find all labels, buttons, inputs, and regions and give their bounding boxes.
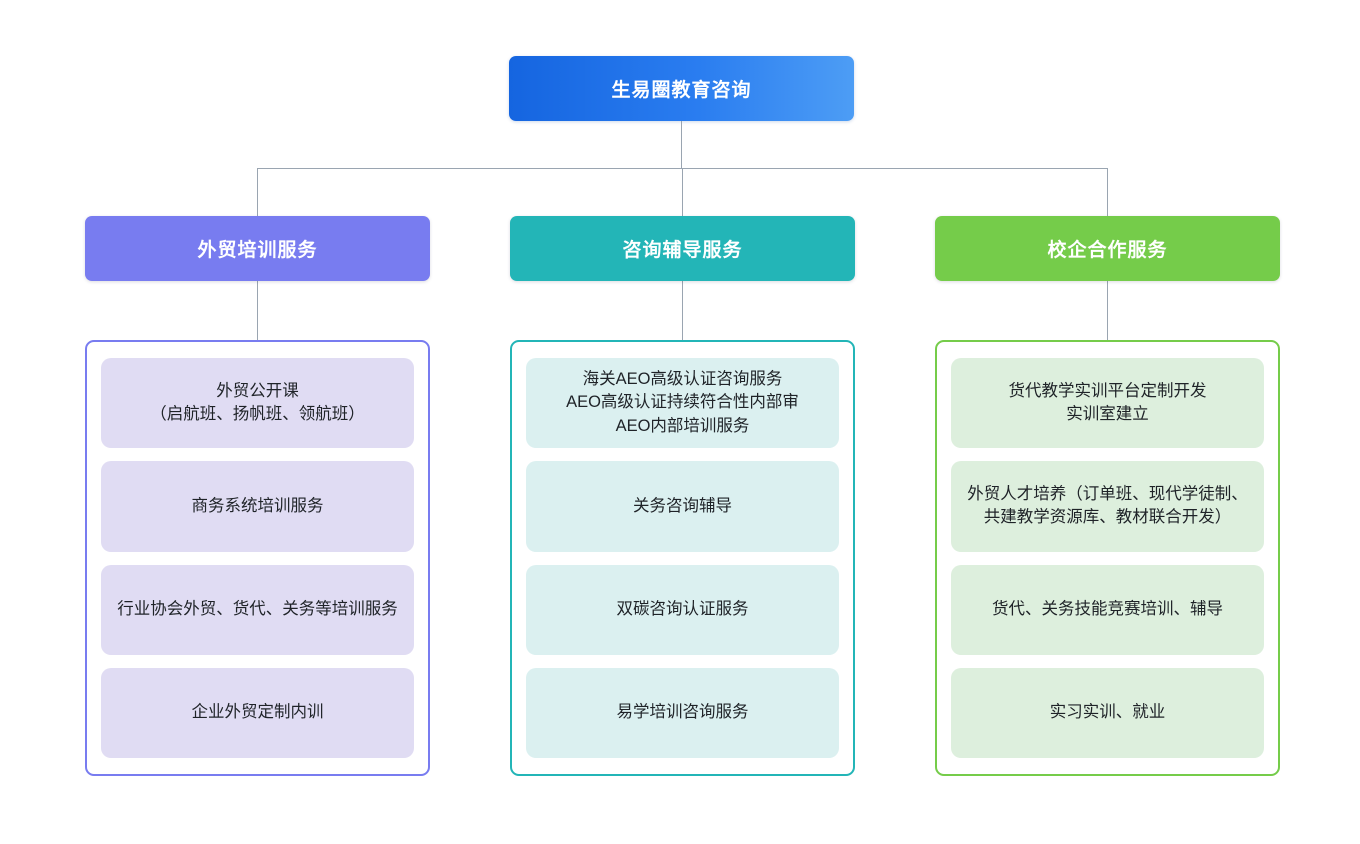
list-item[interactable]: 行业协会外贸、货代、关务等培训服务 [101,564,414,655]
connector-root-stem [681,121,682,168]
category-items-2: 海关AEO高级认证咨询服务 AEO高级认证持续符合性内部审 AEO内部培训服务 … [510,340,855,776]
category-items-1: 外贸公开课 （启航班、扬帆班、领航班） 商务系统培训服务 行业协会外贸、货代、关… [85,340,430,776]
list-item[interactable]: 企业外贸定制内训 [101,667,414,758]
connector-to-column-1 [257,168,258,216]
connector-column-1-stem [257,281,258,340]
category-header-1[interactable]: 外贸培训服务 [85,216,430,281]
list-item[interactable]: 商务系统培训服务 [101,461,414,552]
category-header-2[interactable]: 咨询辅导服务 [510,216,855,281]
connector-to-column-2 [682,168,683,216]
list-item[interactable]: 双碳咨询认证服务 [526,564,839,655]
list-item[interactable]: 货代、关务技能竞赛培训、辅导 [951,564,1264,655]
list-item[interactable]: 易学培训咨询服务 [526,667,839,758]
connector-column-2-stem [682,281,683,340]
list-item[interactable]: 外贸公开课 （启航班、扬帆班、领航班） [101,358,414,449]
category-header-3-label: 校企合作服务 [1047,240,1168,261]
category-items-3: 货代教学实训平台定制开发 实训室建立 外贸人才培养（订单班、现代学徒制、共建教学… [935,340,1280,776]
root-node[interactable]: 生易圈教育咨询 [509,56,854,121]
list-item[interactable]: 关务咨询辅导 [526,461,839,552]
category-header-1-label: 外贸培训服务 [197,240,318,261]
list-item[interactable]: 实习实训、就业 [951,667,1264,758]
connector-column-3-stem [1107,281,1108,340]
list-item[interactable]: 海关AEO高级认证咨询服务 AEO高级认证持续符合性内部审 AEO内部培训服务 [526,358,839,449]
list-item[interactable]: 外贸人才培养（订单班、现代学徒制、共建教学资源库、教材联合开发） [951,461,1264,552]
root-node-label: 生易圈教育咨询 [611,80,752,101]
category-header-3[interactable]: 校企合作服务 [935,216,1280,281]
connector-to-column-3 [1107,168,1108,216]
category-header-2-label: 咨询辅导服务 [622,240,743,261]
list-item[interactable]: 货代教学实训平台定制开发 实训室建立 [951,358,1264,449]
